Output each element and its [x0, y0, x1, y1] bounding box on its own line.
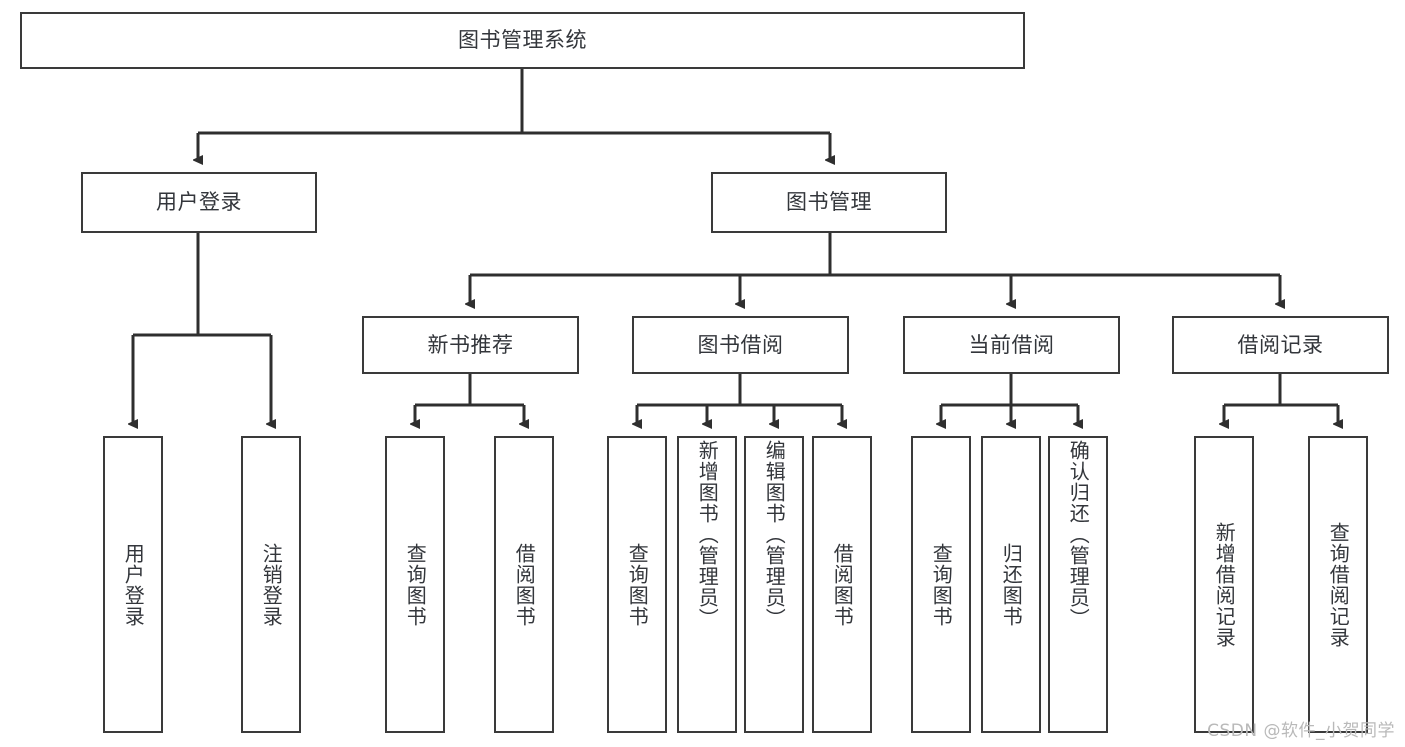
node-label: 编辑图书（管理员） [762, 440, 787, 629]
node-book-management[interactable]: 图书管理 [711, 172, 947, 233]
node-label: 查询图书 [403, 542, 428, 627]
node-leaf-borrow-book-recommend[interactable]: 借阅图书 [494, 436, 554, 733]
watermark-text: CSDN @软件_小贺同学 [1207, 721, 1395, 741]
node-label: 新书推荐 [427, 332, 514, 357]
node-leaf-edit-book-admin[interactable]: 编辑图书（管理员） [744, 436, 804, 733]
node-label: 借阅图书 [830, 542, 855, 627]
node-label: 当前借阅 [968, 332, 1055, 357]
node-label: 用户登录 [121, 542, 146, 627]
node-borrow-record[interactable]: 借阅记录 [1172, 316, 1389, 374]
node-book-borrow[interactable]: 图书借阅 [632, 316, 849, 374]
node-label: 图书管理 [786, 190, 872, 215]
node-leaf-query-book-current[interactable]: 查询图书 [911, 436, 971, 733]
node-root-book-management-system[interactable]: 图书管理系统 [20, 12, 1025, 69]
node-label: 注销登录 [259, 542, 284, 627]
node-leaf-query-book-recommend[interactable]: 查询图书 [385, 436, 445, 733]
node-leaf-query-book-borrow[interactable]: 查询图书 [607, 436, 667, 733]
node-label: 图书管理系统 [458, 28, 587, 53]
node-label: 查询图书 [929, 542, 954, 627]
node-label: 查询图书 [625, 542, 650, 627]
node-leaf-logout[interactable]: 注销登录 [241, 436, 301, 733]
node-label: 借阅记录 [1237, 332, 1324, 357]
node-leaf-add-borrow-record[interactable]: 新增借阅记录 [1194, 436, 1254, 733]
node-user-login[interactable]: 用户登录 [81, 172, 317, 233]
node-current-borrow[interactable]: 当前借阅 [903, 316, 1120, 374]
node-leaf-borrow-book[interactable]: 借阅图书 [812, 436, 872, 733]
node-label: 新增图书（管理员） [695, 440, 720, 629]
node-new-book-recommend[interactable]: 新书推荐 [362, 316, 579, 374]
node-leaf-confirm-return-admin[interactable]: 确认归还（管理员） [1048, 436, 1108, 733]
node-label: 图书借阅 [697, 332, 784, 357]
node-label: 新增借阅记录 [1212, 521, 1237, 648]
node-label: 归还图书 [999, 542, 1024, 627]
node-label: 查询借阅记录 [1326, 521, 1351, 648]
node-leaf-return-book[interactable]: 归还图书 [981, 436, 1041, 733]
node-leaf-add-book-admin[interactable]: 新增图书（管理员） [677, 436, 737, 733]
node-label: 借阅图书 [512, 542, 537, 627]
node-label: 确认归还（管理员） [1066, 440, 1091, 629]
node-leaf-query-borrow-record[interactable]: 查询借阅记录 [1308, 436, 1368, 733]
node-label: 用户登录 [156, 190, 242, 215]
node-leaf-user-login[interactable]: 用户登录 [103, 436, 163, 733]
